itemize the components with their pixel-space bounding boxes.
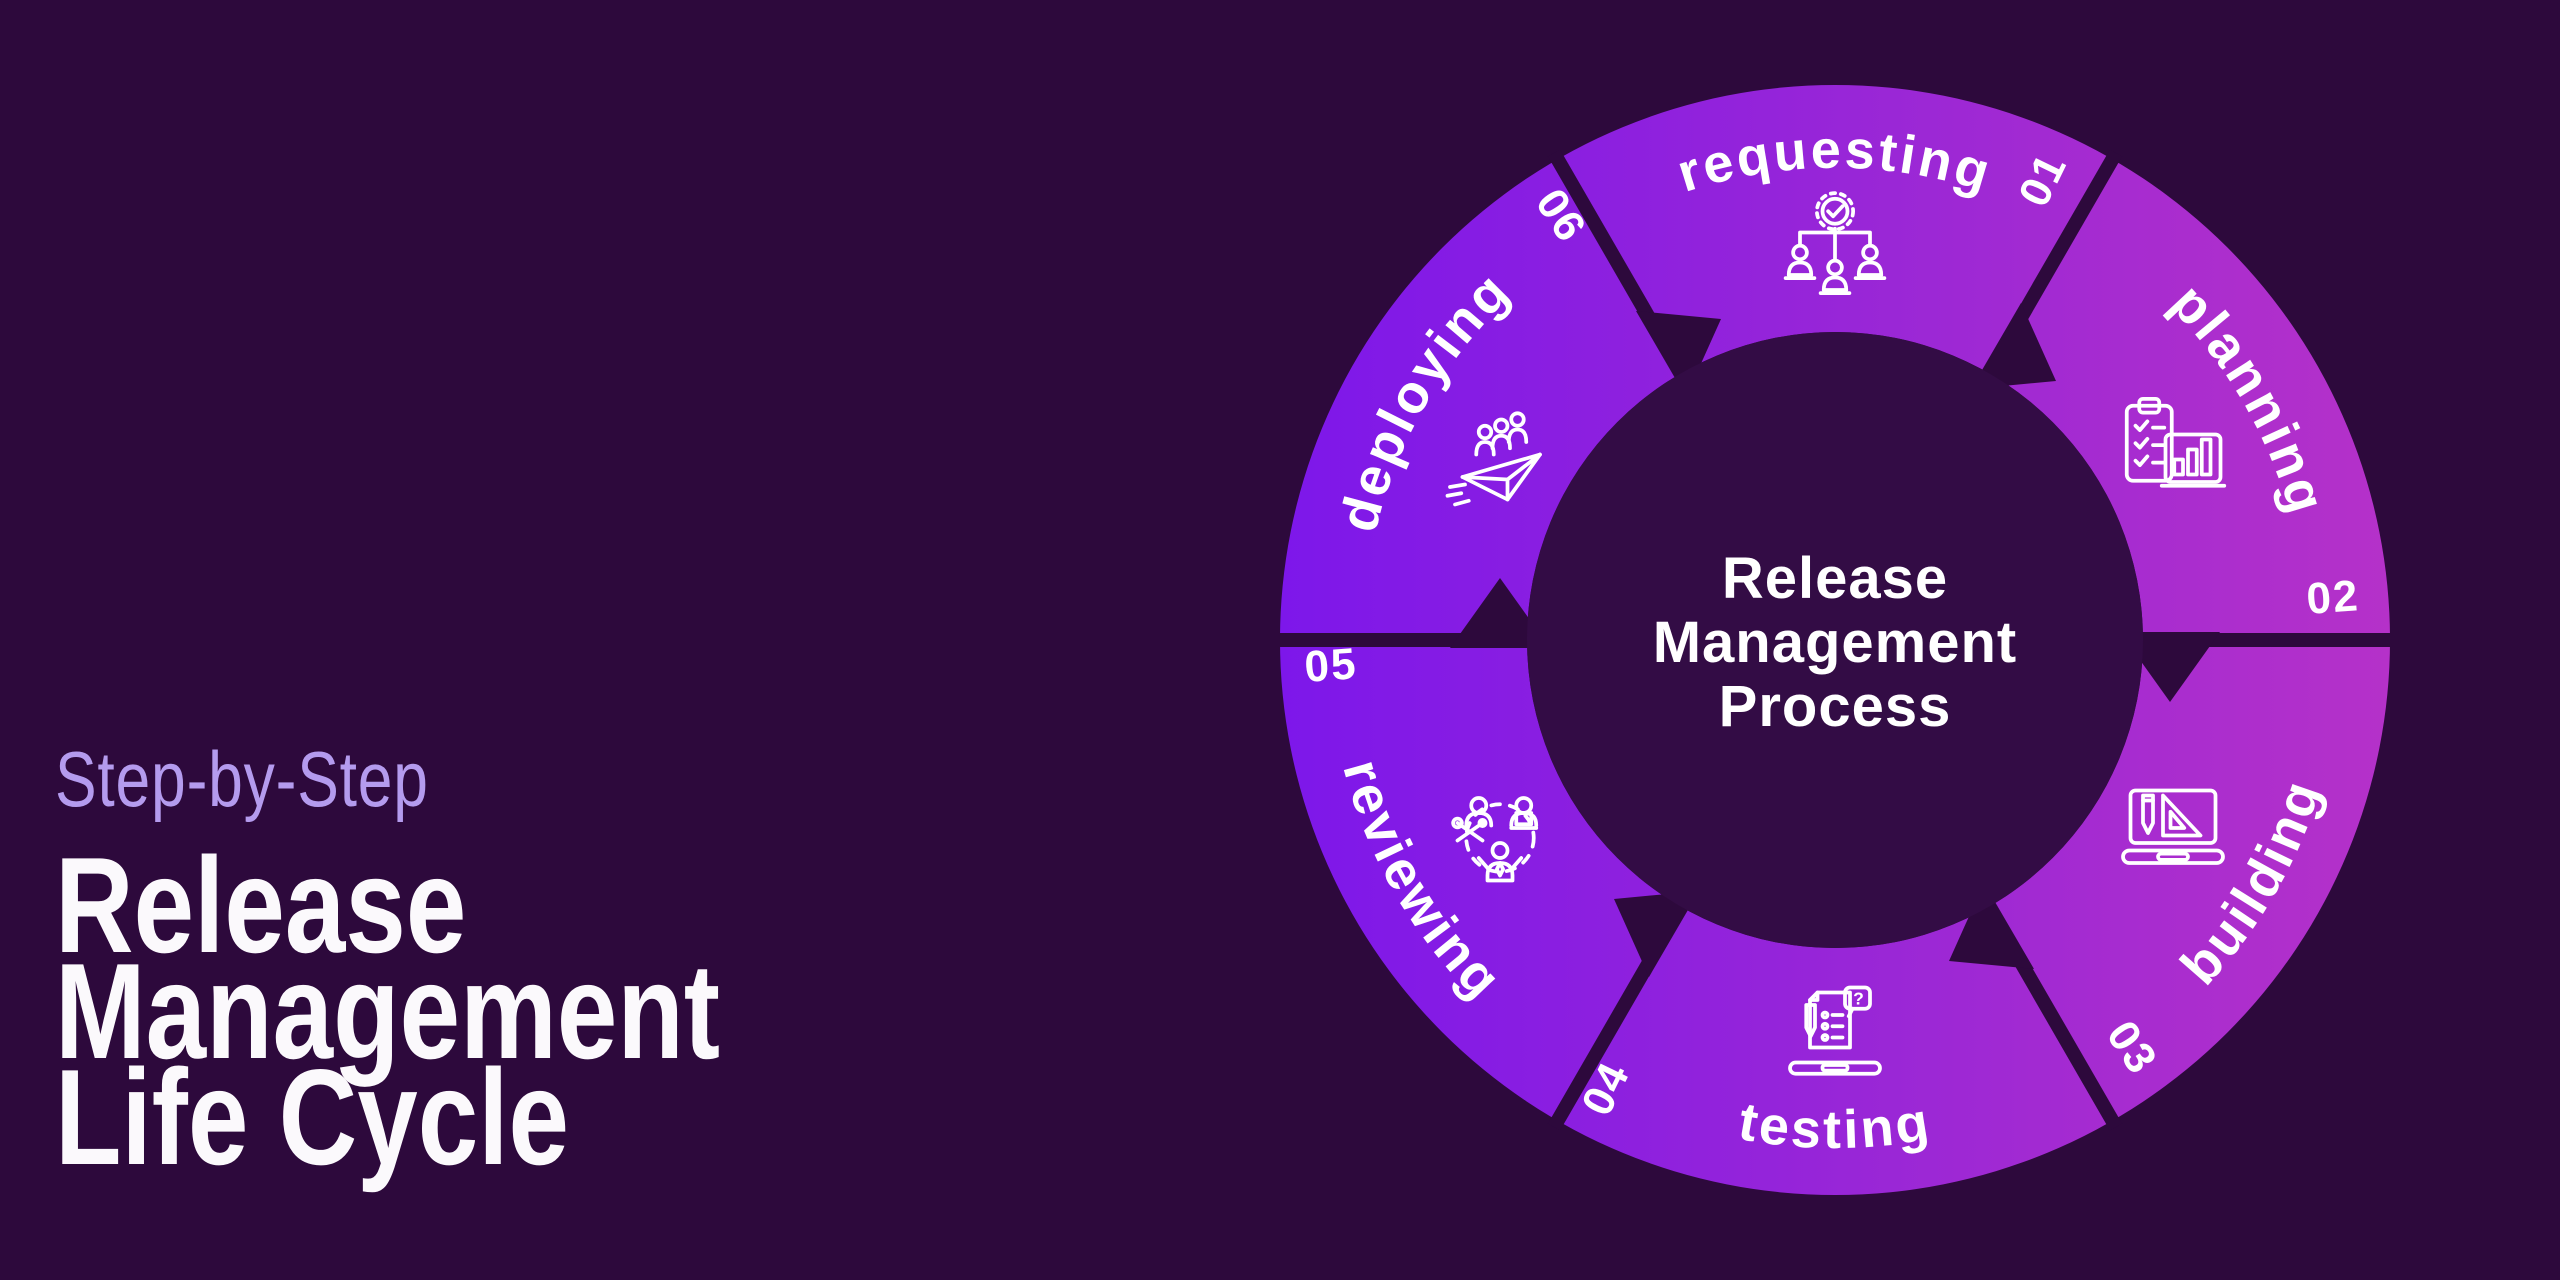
svg-text:testing: testing xyxy=(1734,1091,1935,1160)
center-title-line-3: Process xyxy=(1719,674,1952,739)
question-mark-glyph: ? xyxy=(1853,988,1864,1008)
segment-number-05: 05 xyxy=(1303,639,1359,692)
headline-eyebrow: Step-by-Step xyxy=(55,735,429,823)
headline-title-line-3: Life Cycle xyxy=(55,1041,569,1193)
segment-number-02: 02 xyxy=(2305,571,2361,624)
laptop-test-checklist-icon: ? xyxy=(1788,985,1882,1076)
center-title-line-1: Release xyxy=(1722,546,1948,611)
flow-arrow xyxy=(1949,883,2034,969)
flow-arrow xyxy=(1636,311,1721,397)
laptop-design-tools-icon xyxy=(2121,788,2225,865)
center-title-line-2: Management xyxy=(1653,610,2018,675)
center-circle xyxy=(1527,332,2143,948)
flow-arrow xyxy=(2120,632,2220,702)
flow-arrows xyxy=(1450,303,2220,977)
approval-workflow-icon xyxy=(1783,191,1887,295)
process-ring xyxy=(1280,85,2390,1195)
clipboard-checklist-chart-icon xyxy=(2124,397,2227,488)
team-review-tools-icon xyxy=(1451,796,1539,883)
headline-title-line-2: Management xyxy=(55,935,721,1087)
flow-arrow xyxy=(1971,303,2056,389)
flow-arrow xyxy=(1450,578,1550,648)
paper-plane-team-icon xyxy=(1445,411,1542,507)
segment-label-testing: testing xyxy=(1734,1091,1932,1160)
headline-block: Step-by-Step Release Management Life Cyc… xyxy=(55,735,721,1193)
headline-title-line-1: Release xyxy=(55,829,467,981)
center-title: Release Management Process xyxy=(1653,546,2018,739)
flow-arrow xyxy=(1614,891,1699,977)
